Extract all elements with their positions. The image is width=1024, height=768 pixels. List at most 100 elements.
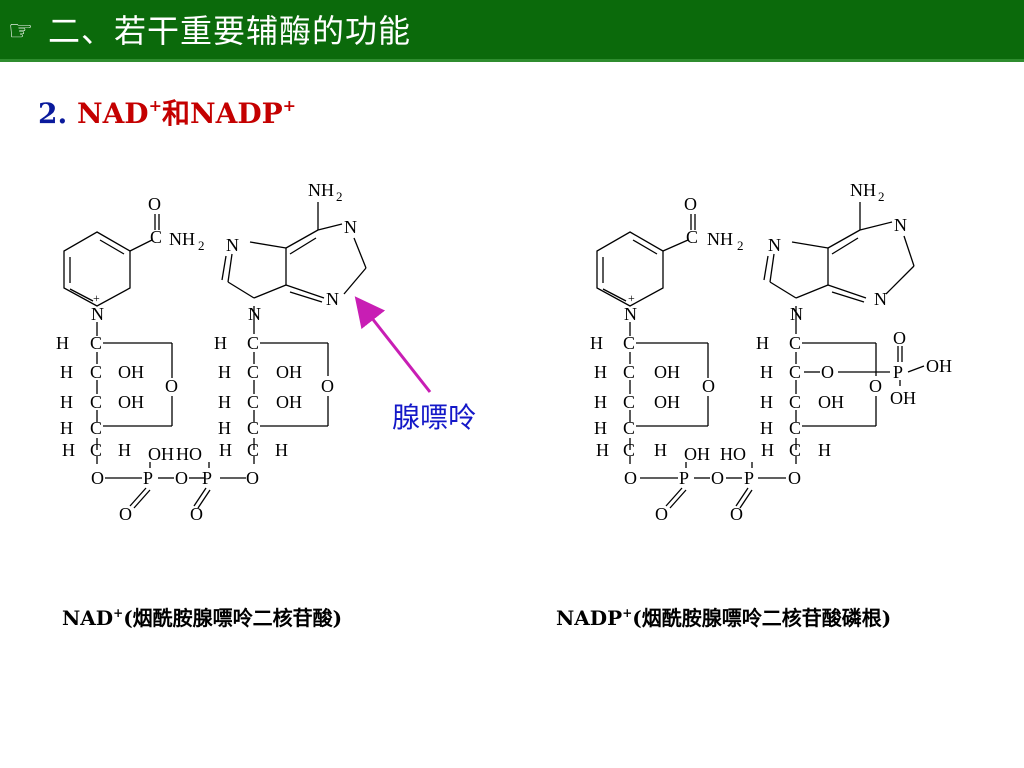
svg-text:C: C [789, 333, 801, 353]
svg-text:2: 2 [737, 238, 744, 253]
svg-text:H: H [594, 392, 607, 412]
svg-text:N: N [624, 304, 637, 324]
svg-text:OH: OH [818, 392, 844, 412]
title-bar: ☞ 二、若干重要辅酶的功能 [0, 0, 1024, 62]
svg-text:C: C [623, 362, 635, 382]
svg-text:C: C [789, 392, 801, 412]
svg-text:C: C [90, 418, 102, 438]
nadp-labels: O C NH 2 N + H C H C OH H C OH H C H C H… [590, 180, 952, 524]
svg-text:C: C [789, 362, 801, 382]
svg-text:P: P [679, 468, 689, 488]
svg-text:NH: NH [850, 180, 876, 200]
svg-text:P: P [202, 468, 212, 488]
svg-text:C: C [247, 362, 259, 382]
svg-text:N: N [790, 304, 803, 324]
svg-text:+: + [628, 291, 635, 305]
pointing-hand-icon: ☞ [8, 14, 34, 47]
svg-text:C: C [150, 227, 162, 247]
svg-text:C: C [623, 333, 635, 353]
svg-text:H: H [590, 333, 603, 353]
svg-text:O: O [190, 504, 203, 524]
svg-text:H: H [118, 440, 131, 460]
svg-text:O: O [821, 362, 834, 382]
svg-text:O: O [91, 468, 104, 488]
svg-text:N: N [248, 304, 261, 324]
svg-text:H: H [219, 440, 232, 460]
section-number: 2. [38, 97, 68, 130]
svg-text:NH: NH [707, 229, 733, 249]
svg-text:OH: OH [684, 444, 710, 464]
svg-text:P: P [143, 468, 153, 488]
svg-text:N: N [874, 289, 887, 309]
svg-text:C: C [247, 418, 259, 438]
svg-text:N: N [894, 215, 907, 235]
section-heading: 2. NAD+和NADP+ [38, 86, 296, 134]
svg-text:P: P [893, 362, 903, 382]
svg-text:H: H [594, 418, 607, 438]
svg-text:H: H [275, 440, 288, 460]
svg-text:OH: OH [890, 388, 916, 408]
svg-text:C: C [623, 418, 635, 438]
svg-text:H: H [218, 392, 231, 412]
svg-text:C: C [686, 227, 698, 247]
svg-text:H: H [56, 333, 69, 353]
svg-text:OH: OH [118, 362, 144, 382]
svg-text:OH: OH [926, 356, 952, 376]
svg-text:O: O [702, 376, 715, 396]
svg-text:N: N [226, 235, 239, 255]
svg-text:OH: OH [654, 392, 680, 412]
svg-text:O: O [730, 504, 743, 524]
adenine-label: 腺嘌呤 [392, 401, 477, 434]
nad-labels: O C NH 2 N + H C H C OH H C OH H C H C H… [56, 180, 357, 524]
svg-text:H: H [60, 362, 73, 382]
svg-text:O: O [246, 468, 259, 488]
svg-text:H: H [761, 440, 774, 460]
svg-text:H: H [594, 362, 607, 382]
svg-text:O: O [684, 194, 697, 214]
svg-text:H: H [62, 440, 75, 460]
svg-text:HO: HO [720, 444, 746, 464]
svg-text:C: C [623, 440, 635, 460]
svg-text:H: H [818, 440, 831, 460]
nadp-structure [596, 202, 925, 509]
svg-text:O: O [711, 468, 724, 488]
nadp-caption: NADP+(烟酰胺腺嘌呤二核苷酸磷根) [556, 606, 892, 630]
svg-text:H: H [760, 418, 773, 438]
svg-text:O: O [893, 328, 906, 348]
svg-text:N: N [326, 289, 339, 309]
section-label: NAD+和NADP+ [76, 96, 297, 130]
svg-text:H: H [756, 333, 769, 353]
slide-title: 二、若干重要辅酶的功能 [48, 12, 412, 50]
svg-text:O: O [788, 468, 801, 488]
svg-text:OH: OH [118, 392, 144, 412]
svg-text:P: P [744, 468, 754, 488]
svg-text:H: H [760, 392, 773, 412]
callout-arrow [354, 296, 432, 393]
svg-text:C: C [789, 440, 801, 460]
svg-text:HO: HO [176, 444, 202, 464]
svg-text:N: N [91, 304, 104, 324]
svg-text:OH: OH [654, 362, 680, 382]
svg-text:H: H [60, 392, 73, 412]
svg-text:+: + [93, 291, 100, 305]
svg-text:OH: OH [276, 362, 302, 382]
svg-text:C: C [623, 392, 635, 412]
svg-text:NH: NH [308, 180, 334, 200]
svg-text:C: C [90, 440, 102, 460]
svg-text:H: H [596, 440, 609, 460]
svg-text:O: O [624, 468, 637, 488]
svg-text:C: C [90, 362, 102, 382]
svg-text:C: C [789, 418, 801, 438]
svg-text:O: O [165, 376, 178, 396]
svg-text:C: C [90, 333, 102, 353]
svg-text:OH: OH [148, 444, 174, 464]
svg-text:C: C [247, 333, 259, 353]
svg-text:H: H [60, 418, 73, 438]
svg-text:H: H [218, 362, 231, 382]
svg-text:NH: NH [169, 229, 195, 249]
svg-text:OH: OH [276, 392, 302, 412]
svg-text:N: N [344, 217, 357, 237]
svg-text:H: H [654, 440, 667, 460]
nad-caption: NAD+(烟酰胺腺嘌呤二核苷酸) [62, 606, 343, 630]
svg-text:O: O [321, 376, 334, 396]
